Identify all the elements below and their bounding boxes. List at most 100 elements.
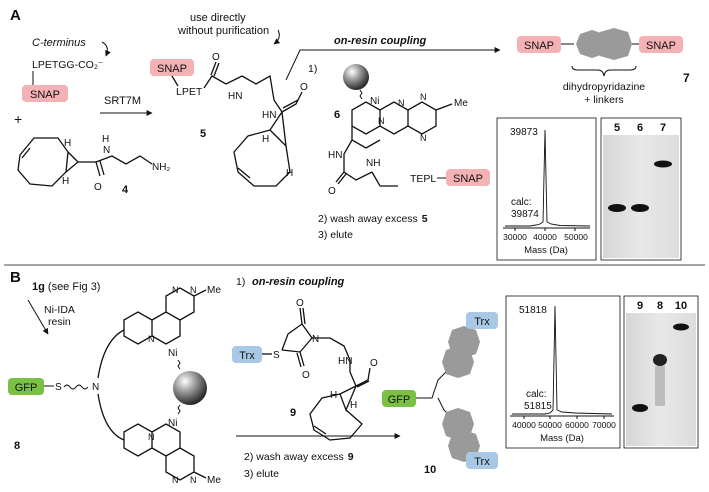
atom-n: N — [148, 334, 155, 344]
snap-tag-label: SNAP — [453, 173, 483, 185]
gel-b-smear — [655, 366, 665, 406]
gel-a-band — [654, 160, 672, 168]
atom-n: N — [172, 285, 179, 295]
resin-arrow — [27, 299, 49, 335]
atom-nh: NH — [366, 158, 380, 169]
atom-o: O — [94, 182, 102, 193]
trx-tag — [466, 452, 498, 469]
step-1: 1) — [236, 276, 245, 288]
atom-nh2: NH₂ — [152, 162, 170, 173]
atom-o: O — [212, 52, 220, 63]
ms-a-peak-label: 39873 — [510, 127, 538, 138]
atom-hn: HN — [338, 356, 352, 367]
note-line-2: without purification — [177, 25, 269, 37]
coupling-arrow — [285, 47, 501, 81]
snap-tag — [446, 169, 490, 186]
ms-b-trace — [512, 305, 613, 415]
gel-b-lane-label: 8 — [657, 300, 663, 312]
ms-b-tick-label: 70000 — [592, 420, 616, 430]
snap-tag-label: SNAP — [524, 40, 554, 52]
atom-o: O — [370, 358, 378, 369]
panel-a: A C-terminus LPETGG-CO₂⁻ SNAP + H H O N … — [10, 7, 690, 261]
gfp-tag-label: GFP — [15, 382, 38, 394]
c-terminus-label: C-terminus — [32, 37, 86, 49]
gel-a-lane-label: 5 — [614, 122, 620, 134]
atom-o: O — [328, 186, 336, 197]
ms-b-tick-label: 40000 — [512, 420, 536, 430]
ms-a-tick-label: 40000 — [533, 232, 557, 242]
atom-n: N — [420, 133, 427, 143]
coupling-title: on-resin coupling — [334, 35, 427, 47]
snap-tag — [517, 36, 561, 53]
snap-tag — [22, 85, 68, 102]
compound-8-label: 8 — [14, 440, 20, 452]
note-arrow — [273, 29, 281, 45]
panel-a-label: A — [10, 7, 21, 24]
gel-b-band — [653, 354, 667, 366]
gel-a-lane-label: 6 — [637, 122, 643, 134]
compound-9-structure: S O N O HN O H H — [262, 298, 378, 441]
compound-4-structure: H H O N H NH₂ — [17, 134, 170, 193]
gel-a-band — [608, 204, 626, 212]
branch-linker — [416, 371, 453, 419]
atom-o: O — [302, 370, 310, 381]
atom-h: H — [62, 176, 69, 187]
gfp-tag-label: GFP — [388, 394, 411, 406]
ms-b-xlabel: Mass (Da) — [540, 433, 584, 444]
gel-b-lane-label: 10 — [675, 300, 687, 312]
atom-me: Me — [207, 475, 221, 486]
trx-tag — [466, 312, 498, 329]
mass-spectrum-b — [505, 295, 621, 449]
panel-b-label: B — [10, 269, 21, 286]
product-caption-2: + linkers — [584, 94, 623, 106]
trx-tag — [232, 346, 262, 363]
sortase-sequence: LPETGG-CO₂⁻ — [32, 59, 104, 71]
gel-b-band — [632, 404, 648, 412]
atom-n: N — [103, 145, 110, 156]
gfp-tag — [8, 378, 44, 395]
atom-n: N — [420, 92, 427, 102]
atom-o: O — [300, 82, 308, 93]
ms-b-tick-label: 60000 — [565, 420, 589, 430]
atom-s: S — [55, 382, 62, 393]
trx-tag-label: Trx — [474, 456, 490, 468]
resin-bead — [173, 371, 207, 405]
product-brace — [571, 65, 637, 77]
trx-tag-label: Trx — [474, 316, 490, 328]
atom-ni: Ni — [168, 418, 177, 429]
atom-ni: Ni — [168, 348, 177, 359]
atom-h: H — [286, 168, 293, 179]
dihydropyridazine-octagon — [448, 326, 480, 358]
c-terminus-arrow — [101, 41, 111, 57]
resin-bead — [343, 64, 369, 90]
atom-n: N — [378, 116, 385, 126]
snap-tag-label: SNAP — [157, 63, 187, 75]
resin-line-2: resin — [48, 316, 71, 328]
wavy-linker — [63, 384, 89, 390]
ms-b-calc-value: 51815 — [524, 401, 552, 412]
compound-6-label: 6 — [334, 109, 340, 121]
note-line-1: use directly — [190, 12, 246, 24]
atom-n: N — [190, 285, 197, 295]
resin-line-1: Ni-IDA — [44, 304, 75, 316]
atom-h: H — [350, 400, 357, 411]
atom-h: H — [64, 138, 71, 149]
gel-b-band — [673, 323, 689, 331]
atom-n: N — [398, 98, 405, 108]
ms-a-calc-label: calc: — [511, 197, 532, 208]
lpet-label: LPET — [176, 86, 203, 98]
gel-a-lane-label: 7 — [660, 122, 666, 134]
compound-7-label: 7 — [683, 71, 690, 85]
atom-h: H — [102, 134, 109, 145]
gel-a-band — [631, 204, 649, 212]
atom-o: O — [296, 298, 304, 309]
atom-ni: Ni — [370, 96, 379, 107]
trx-tag-label: Trx — [239, 350, 255, 362]
gel-a-image — [603, 135, 679, 258]
compound-9-label: 9 — [290, 407, 296, 419]
atom-hn: HN — [262, 110, 276, 121]
enzyme-label: SRT7M — [104, 95, 141, 107]
atom-hn: HN — [228, 91, 242, 102]
